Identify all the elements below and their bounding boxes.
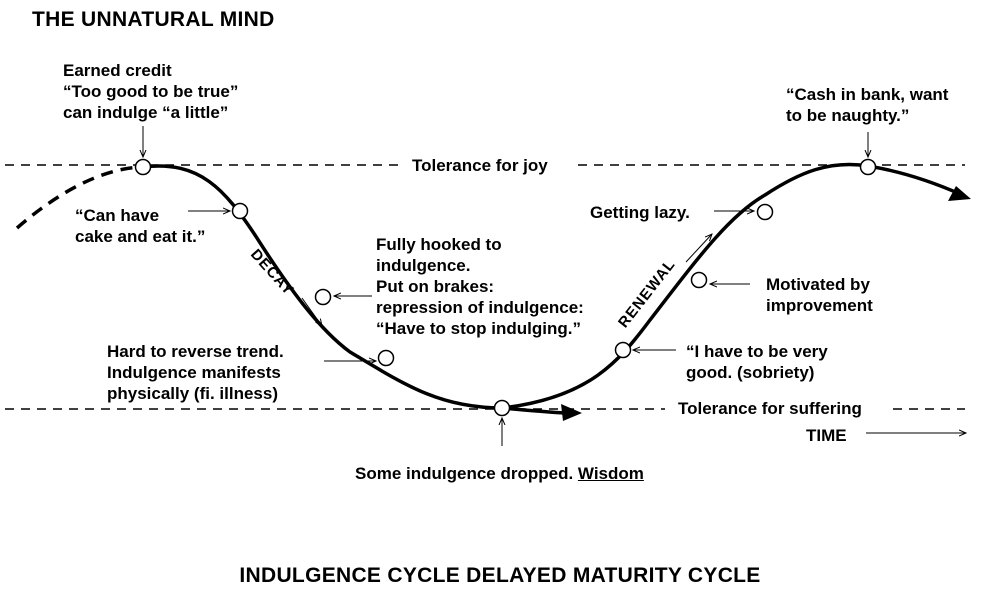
cake-annotation: “Can have cake and eat it.” (75, 206, 206, 246)
pointer-decay (301, 297, 322, 326)
node-hooked (314, 288, 332, 306)
node-cake (231, 202, 249, 220)
earned-credit-annotation: Earned credit “Too good to be true” can … (63, 61, 239, 122)
node-lazy (756, 203, 774, 221)
cycle-curve-lead-in (15, 165, 144, 230)
curve-end-arrowhead (948, 186, 971, 201)
pointer-renewal (685, 234, 712, 263)
motivated-annotation: Motivated by improvement (766, 275, 873, 315)
node-motivated (690, 271, 708, 289)
sobriety-annotation: “I have to be very good. (sobriety) (686, 342, 828, 382)
node-reverse (377, 349, 395, 367)
bottom-annotation: Some indulgence dropped. Wisdom (355, 463, 644, 484)
joy-tolerance-label: Tolerance for joy (412, 156, 548, 175)
hooked-annotation: Fully hooked to indulgence. Put on brake… (376, 235, 584, 338)
node-peak-right (859, 158, 877, 176)
wisdom-word: Wisdom (577, 464, 644, 483)
time-axis-label: TIME (806, 426, 847, 445)
bottom-forward-arrowhead (561, 404, 582, 421)
reverse-trend-annotation: Hard to reverse trend. Indulgence manife… (107, 342, 284, 403)
suffering-tolerance-label: Tolerance for suffering (678, 399, 862, 418)
bottom-annotation-text: Some indulgence dropped. (355, 464, 578, 483)
node-bottom (493, 399, 511, 417)
cycle-curve (142, 162, 961, 410)
lazy-annotation: Getting lazy. (590, 203, 690, 222)
diagram-footer: INDULGENCE CYCLE DELAYED MATURITY CYCLE (239, 564, 761, 587)
node-peak-left (134, 158, 152, 176)
cash-annotation: “Cash in bank, want to be naughty.” (786, 85, 949, 125)
node-sobriety (614, 341, 632, 359)
diagram-title: THE UNNATURAL MIND (32, 8, 275, 31)
